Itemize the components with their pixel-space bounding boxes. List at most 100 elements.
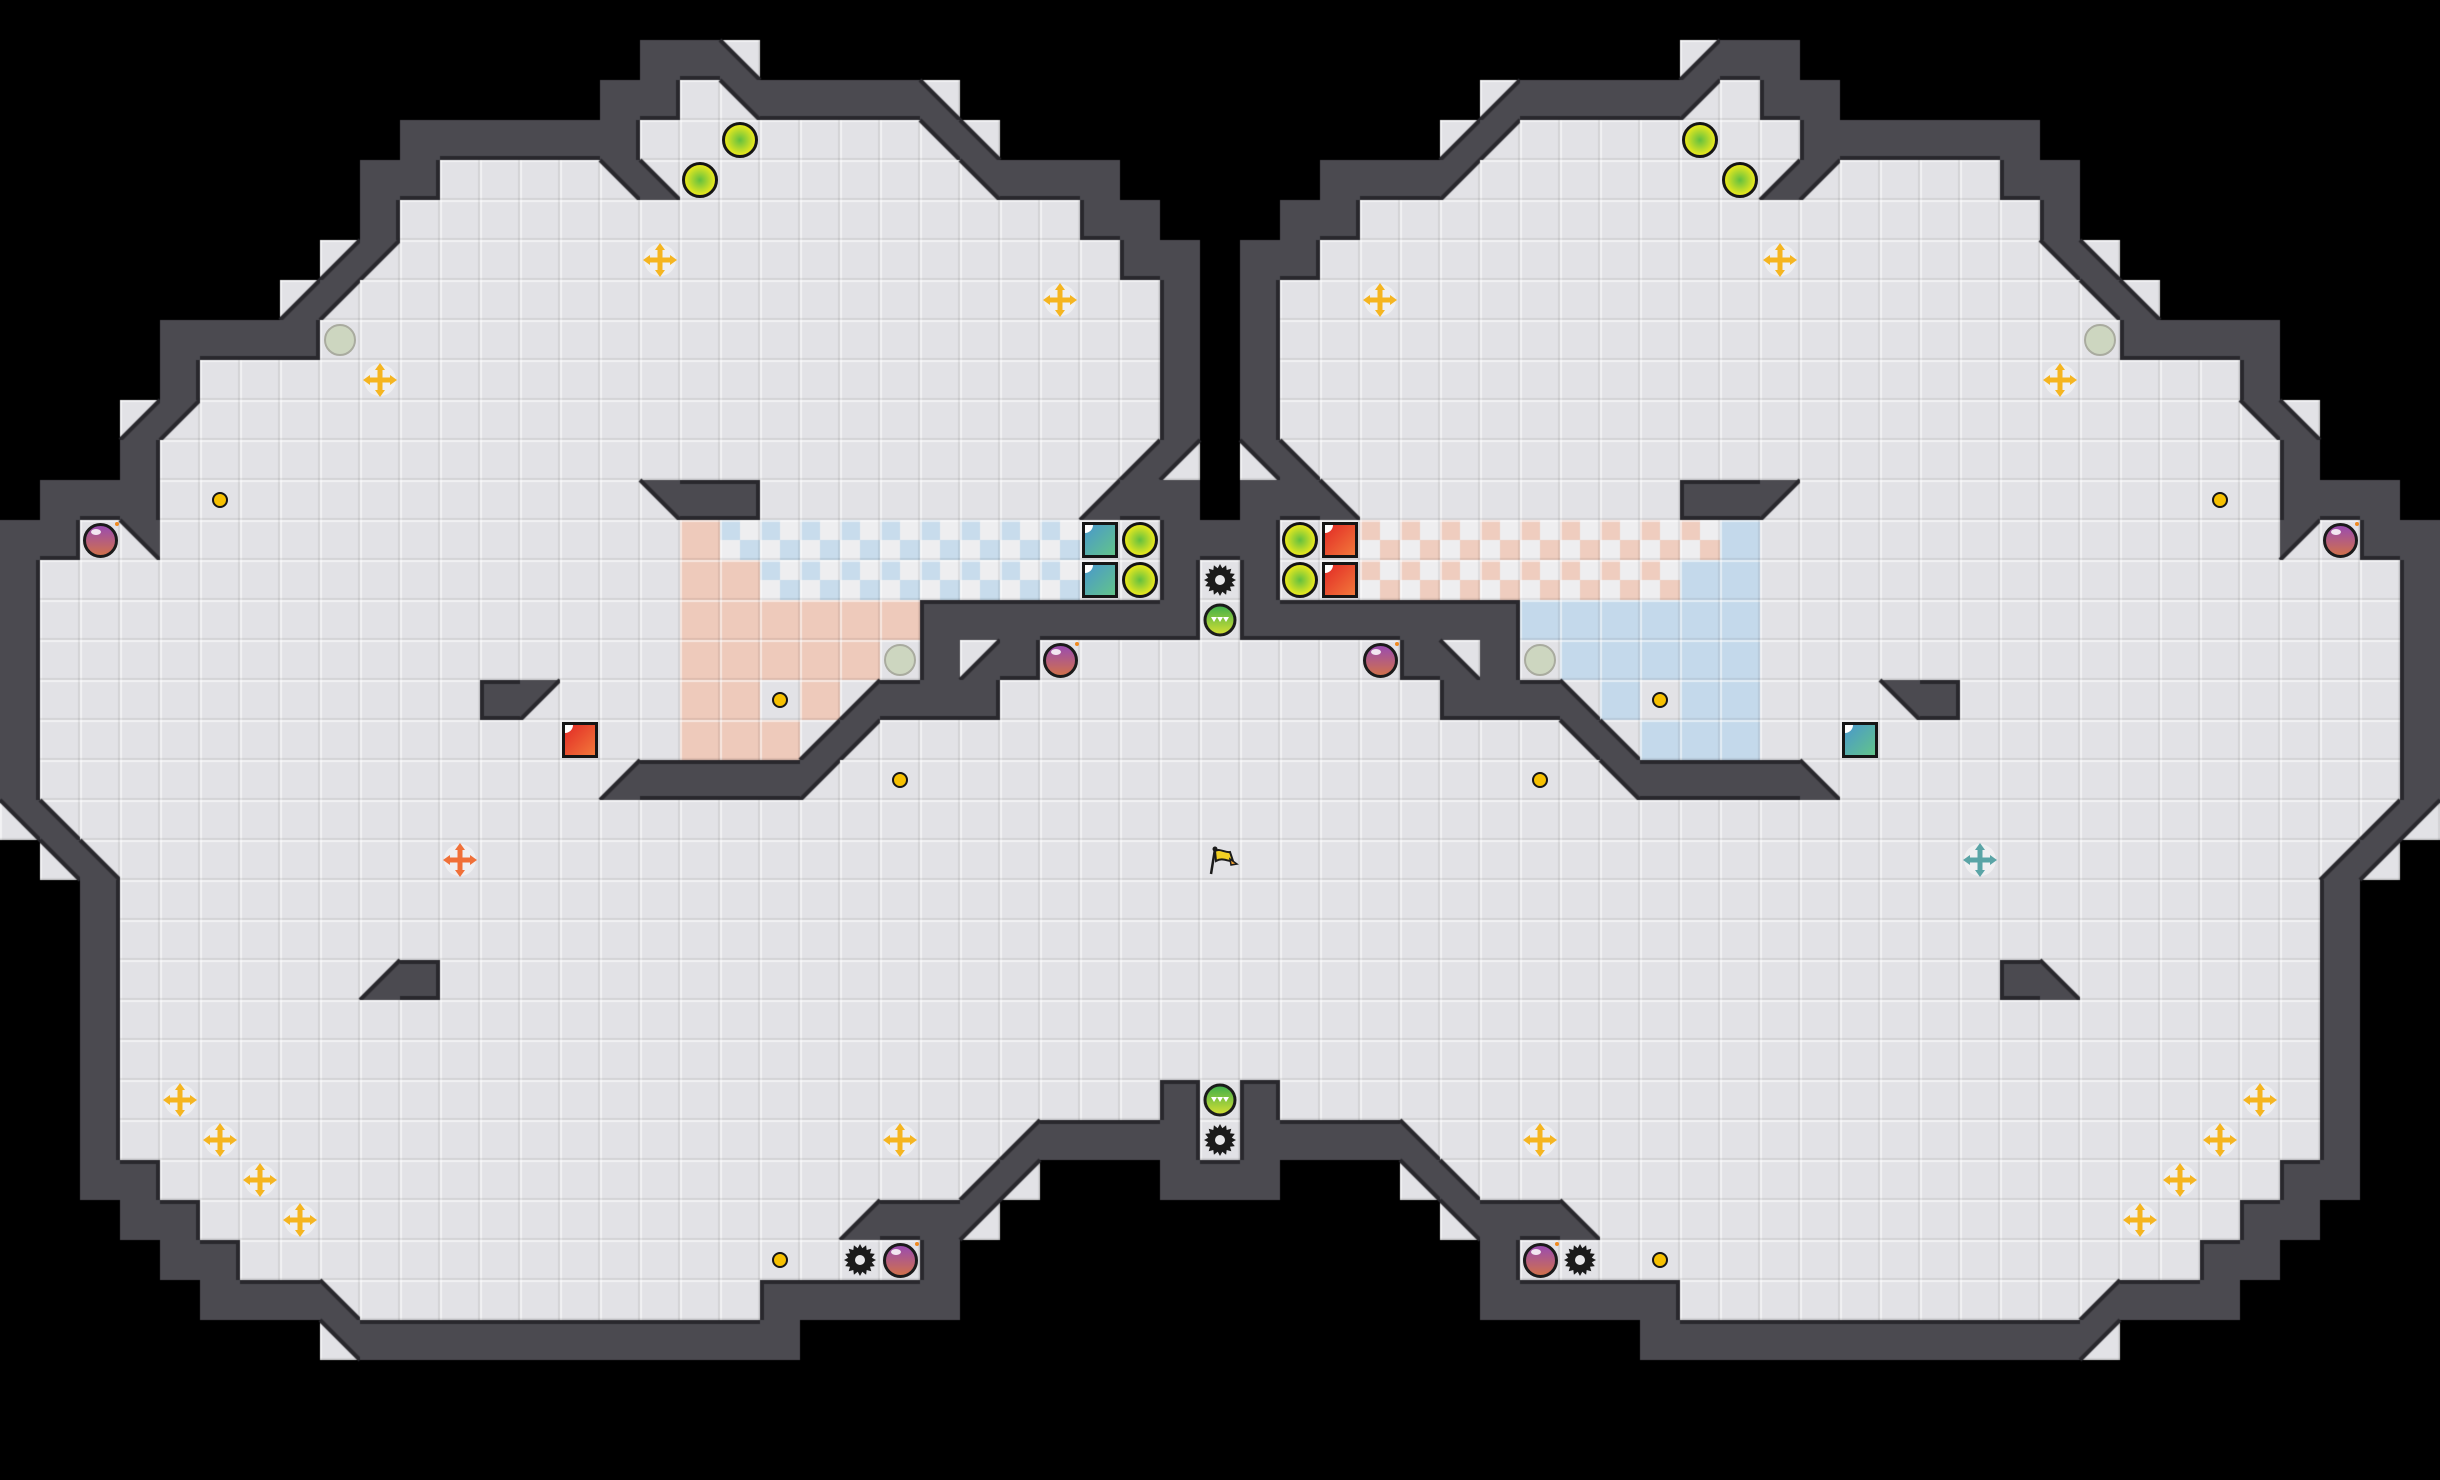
boost-icon [283, 1203, 317, 1237]
map-item [1200, 1080, 1240, 1120]
spike-icon [1204, 1124, 1236, 1156]
yellow-orb-icon [682, 162, 718, 198]
map-item [640, 240, 680, 280]
map-item [1120, 560, 1160, 600]
spike-icon [844, 1244, 876, 1276]
map-item [840, 1240, 880, 1280]
map-item [720, 120, 760, 160]
map-item [1200, 1120, 1240, 1160]
blue-team-tile-icon [1842, 722, 1878, 758]
map-item [280, 1200, 320, 1240]
button-icon [772, 692, 788, 708]
map-item [200, 1120, 240, 1160]
map-item [1320, 520, 1360, 560]
boost-icon [243, 1163, 277, 1197]
boost-icon [883, 1123, 917, 1157]
button-icon [2212, 492, 2228, 508]
map-item [1280, 520, 1320, 560]
map-item [360, 360, 400, 400]
map-item [1640, 1240, 1680, 1280]
map-item [880, 1120, 920, 1160]
yellow-orb-icon [1282, 522, 1318, 558]
map-item [2200, 1120, 2240, 1160]
map-item [160, 1080, 200, 1120]
button-icon [772, 1252, 788, 1268]
boost-icon [163, 1083, 197, 1117]
map-item [2240, 1080, 2280, 1120]
button-icon [1652, 1252, 1668, 1268]
map-item [320, 320, 360, 360]
map-item [1040, 640, 1080, 680]
spike-icon [1564, 1244, 1596, 1276]
map-item [2120, 1200, 2160, 1240]
yellow-orb-icon [1122, 562, 1158, 598]
map-item [1120, 520, 1160, 560]
boost-icon [1043, 283, 1077, 317]
map-item [200, 480, 240, 520]
blue-team-tile-icon [1082, 522, 1118, 558]
flag-icon [1209, 846, 1239, 875]
map-item [1760, 240, 1800, 280]
blue-team-tile-icon [1082, 562, 1118, 598]
map-item [1680, 120, 1720, 160]
map-item [1640, 680, 1680, 720]
boost-icon [1523, 1123, 1557, 1157]
map-item [1520, 640, 1560, 680]
map-item [760, 1240, 800, 1280]
boost-icon [1763, 243, 1797, 277]
map-item [1360, 280, 1400, 320]
map-item [1080, 560, 1120, 600]
boost-icon [2203, 1123, 2237, 1157]
button-icon [892, 772, 908, 788]
yellow-orb-icon [722, 122, 758, 158]
map-item [1200, 840, 1240, 880]
map-item [2320, 520, 2360, 560]
map-item [440, 840, 480, 880]
map-item [80, 520, 120, 560]
yellow-orb-icon [1682, 122, 1718, 158]
map-item [1200, 560, 1240, 600]
button-icon [1532, 772, 1548, 788]
red-boost-icon [443, 843, 477, 877]
map-item [1320, 560, 1360, 600]
map-item [1520, 1240, 1560, 1280]
empty-powerup-icon [884, 644, 916, 676]
map-item [880, 1240, 920, 1280]
map-item [1280, 560, 1320, 600]
map-item [2080, 320, 2120, 360]
map-item [1200, 600, 1240, 640]
map-item [1560, 1240, 1600, 1280]
map-item [2200, 480, 2240, 520]
boost-icon [2043, 363, 2077, 397]
empty-powerup-icon [1524, 644, 1556, 676]
yellow-orb-icon [1122, 522, 1158, 558]
map-item [1840, 720, 1880, 760]
map-item [1720, 160, 1760, 200]
bomb-icon [1042, 641, 1079, 678]
bomb-icon [82, 521, 119, 558]
yellow-orb-icon [1722, 162, 1758, 198]
map-item [2160, 1160, 2200, 1200]
boost-icon [643, 243, 677, 277]
map-item [1520, 760, 1560, 800]
map-item [1080, 520, 1120, 560]
map-item [760, 680, 800, 720]
boost-icon [1363, 283, 1397, 317]
bomb-icon [2322, 521, 2359, 558]
bomb-icon [882, 1241, 919, 1278]
bomb-icon [1522, 1241, 1559, 1278]
gate-orb-icon [1203, 603, 1237, 637]
red-team-tile-icon [1322, 562, 1358, 598]
boost-icon [2123, 1203, 2157, 1237]
spike-icon [1204, 564, 1236, 596]
empty-powerup-icon [324, 324, 356, 356]
map-item [1040, 280, 1080, 320]
boost-icon [363, 363, 397, 397]
map-item [1520, 1120, 1560, 1160]
map-item [880, 760, 920, 800]
gate-orb-icon [1203, 1083, 1237, 1117]
red-team-tile-icon [562, 722, 598, 758]
map-item [2040, 360, 2080, 400]
